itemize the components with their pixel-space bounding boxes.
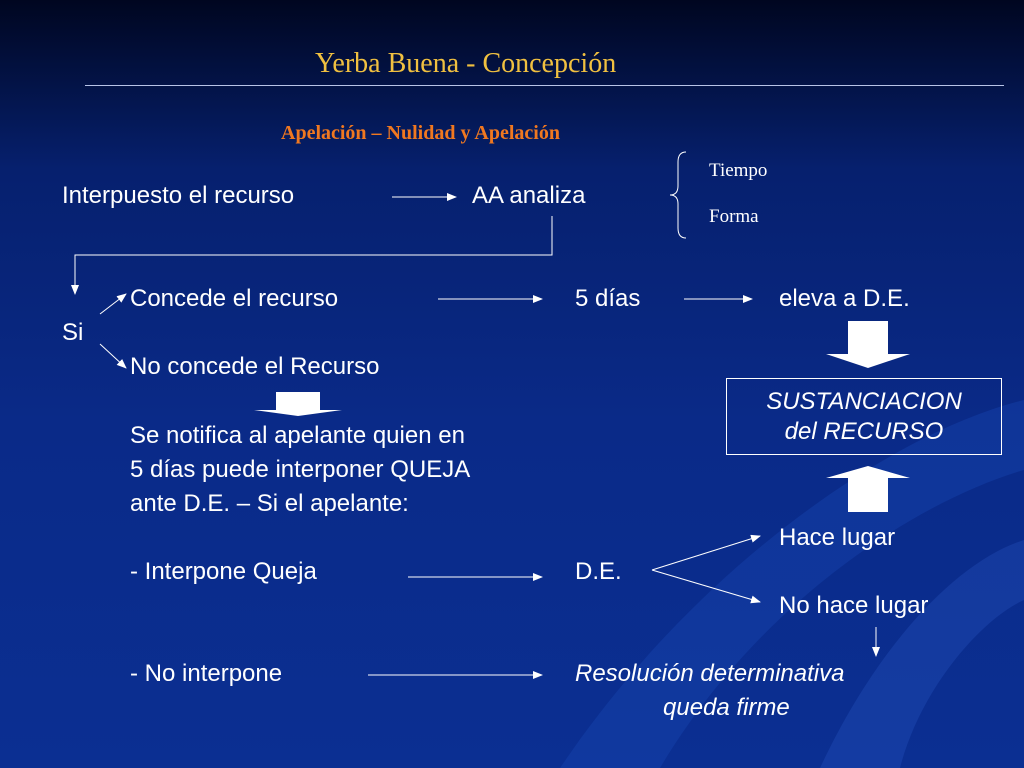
slide-subtitle: Apelación – Nulidad y Apelación <box>281 122 560 144</box>
notify-line-3: ante D.E. – Si el apelante: <box>130 490 409 517</box>
block-arrow-up-box <box>826 466 910 512</box>
brace-item-tiempo: Tiempo <box>709 160 768 181</box>
resolucion-line-1: Resolución determinativa <box>575 660 845 687</box>
cinco-dias-text: 5 días <box>575 285 641 312</box>
slide-title: Yerba Buena - Concepción <box>315 48 617 79</box>
block-arrow-down-eleva <box>826 321 910 368</box>
no-interpone-text: - No interpone <box>130 660 283 687</box>
si-label: Si <box>62 319 84 346</box>
hace-lugar-text: Hace lugar <box>779 524 896 551</box>
aa-analiza-text: AA analiza <box>472 182 586 209</box>
brace-item-forma: Forma <box>709 206 759 227</box>
box-line-2: del RECURSO <box>784 417 944 445</box>
connector-aa-to-si <box>71 216 553 295</box>
arrow-de-to-no-hace-lugar <box>651 569 761 604</box>
block-arrow-down-no-concede <box>254 392 342 416</box>
arrow-de-to-hace-lugar <box>651 534 761 571</box>
arrow-si-to-concede <box>99 293 127 315</box>
resolucion-line-2: queda firme <box>663 694 790 721</box>
title-underline <box>85 85 1004 86</box>
eleva-de-text: eleva a D.E. <box>779 285 910 312</box>
sustanciacion-box: SUSTANCIACION del RECURSO <box>726 378 1002 455</box>
concede-recurso-text: Concede el recurso <box>130 285 339 312</box>
no-hace-lugar-text: No hace lugar <box>779 592 929 619</box>
box-line-1: SUSTANCIACION <box>766 387 962 415</box>
interpone-queja-text: - Interpone Queja <box>130 558 317 585</box>
interpuesto-recurso-text: Interpuesto el recurso <box>62 182 295 209</box>
notify-line-1: Se notifica al apelante quien en <box>130 422 465 449</box>
curly-brace <box>669 151 687 239</box>
de-text: D.E. <box>575 558 622 585</box>
arrow-si-to-no-concede <box>99 343 127 369</box>
notify-line-2: 5 días puede interponer QUEJA <box>130 456 471 483</box>
no-concede-text: No concede el Recurso <box>130 353 380 380</box>
